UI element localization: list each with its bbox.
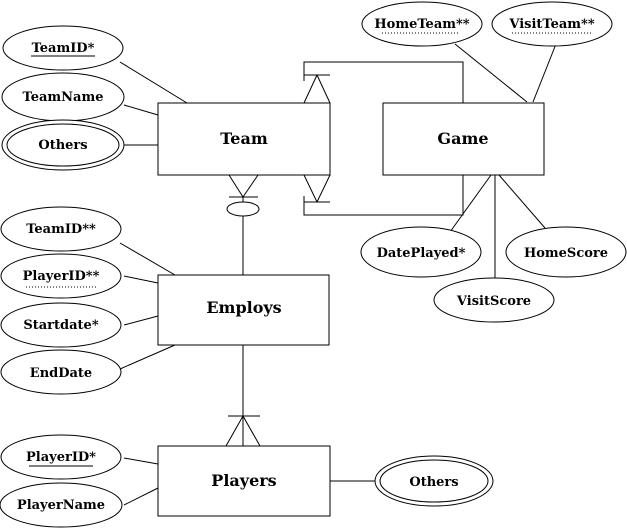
attr-employs-player-id-label: PlayerID** (23, 269, 100, 284)
attr-team-name: TeamName (1, 72, 125, 122)
attr-visit-score-label: VisitScore (456, 294, 531, 309)
attr-player-name: PlayerName (0, 482, 123, 528)
entity-team-label: Team (220, 129, 268, 148)
attr-end-date: EndDate (0, 349, 122, 395)
connector-lines (119, 43, 557, 506)
attr-date-played: DatePlayed* (360, 226, 482, 278)
attr-visit-team: VisitTeam** (491, 1, 613, 47)
attr-player-others-label: Others (409, 475, 458, 490)
attr-team-name-label: TeamName (23, 90, 104, 105)
attr-employs-team-id-label: TeamID** (26, 222, 96, 237)
attr-player-others: Others (374, 455, 494, 507)
attr-player-id-label: PlayerID* (26, 450, 96, 465)
attr-team-others-label: Others (38, 138, 87, 153)
entity-players: Players (157, 445, 331, 517)
attr-end-date-label: EndDate (30, 366, 92, 381)
attr-player-name-label: PlayerName (17, 498, 105, 513)
attr-start-date-label: Startdate* (23, 318, 98, 333)
optionality-circle (226, 201, 260, 217)
attr-team-others: Others (1, 119, 125, 171)
attr-player-id: PlayerID* (0, 434, 122, 480)
entity-players-label: Players (211, 471, 276, 490)
employs-players-relationship (225, 345, 261, 447)
team-game-relationship (303, 61, 464, 216)
attr-start-date: Startdate* (0, 302, 122, 348)
team-employs-relationship (226, 174, 260, 275)
entity-game: Game (382, 102, 545, 176)
entity-employs: Employs (157, 274, 330, 346)
attr-date-played-label: DatePlayed* (377, 246, 466, 261)
attr-home-score: HomeScore (505, 226, 627, 278)
attr-team-id: TeamID* (2, 25, 124, 71)
attr-home-team: HomeTeam** (361, 1, 483, 47)
entity-employs-label: Employs (206, 298, 281, 317)
attr-employs-team-id: TeamID** (0, 206, 122, 252)
attr-home-score-label: HomeScore (524, 246, 608, 261)
attr-visit-score: VisitScore (433, 277, 555, 323)
attr-visit-team-label: VisitTeam** (508, 17, 594, 32)
entity-team: Team (157, 102, 331, 176)
entity-game-label: Game (437, 129, 488, 148)
attr-team-id-label: TeamID* (32, 41, 95, 56)
attr-employs-player-id: PlayerID** (0, 253, 122, 299)
attr-home-team-label: HomeTeam** (374, 17, 469, 32)
